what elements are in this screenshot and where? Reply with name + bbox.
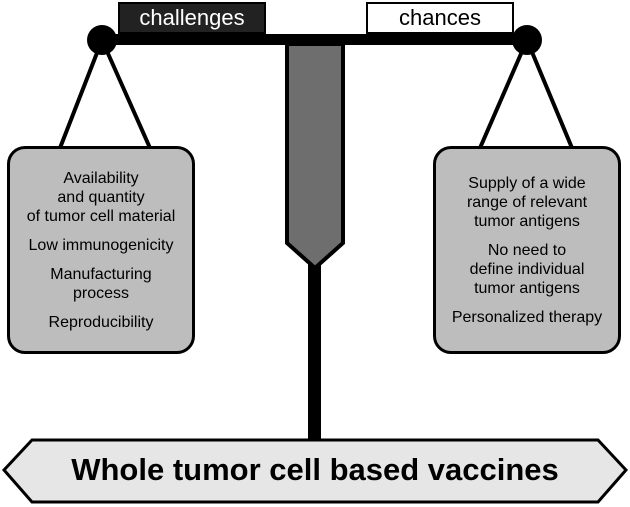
challenge-item: Availability and quantity of tumor cell … xyxy=(26,169,176,225)
left-pan-string xyxy=(58,39,104,149)
right-pivot-ball xyxy=(512,25,542,55)
scale-beam xyxy=(100,34,530,45)
challenge-item: Manufacturing process xyxy=(50,265,152,302)
chances-pan: Supply of a wide range of relevant tumor… xyxy=(433,146,621,354)
right-pan-string xyxy=(478,39,529,149)
challenges-tag: challenges xyxy=(118,2,266,34)
scale-post xyxy=(308,250,321,446)
left-pan-string xyxy=(100,39,152,149)
challenge-item: Low immunogenicity xyxy=(28,236,174,254)
challenge-item: Reproducibility xyxy=(48,313,154,331)
challenges-pan: Availability and quantity of tumor cell … xyxy=(7,146,195,354)
base-title: Whole tumor cell based vaccines xyxy=(71,452,559,487)
chance-item: Supply of a wide range of relevant tumor… xyxy=(466,174,588,230)
left-pivot-ball xyxy=(87,25,117,55)
chance-item: No need to define individual tumor antig… xyxy=(469,241,585,297)
right-pan-string xyxy=(525,39,574,149)
scale-base-platform xyxy=(1,438,629,504)
chance-item: Personalized therapy xyxy=(451,308,603,326)
scale-pointer xyxy=(285,42,345,271)
chances-tag: chances xyxy=(366,2,514,34)
